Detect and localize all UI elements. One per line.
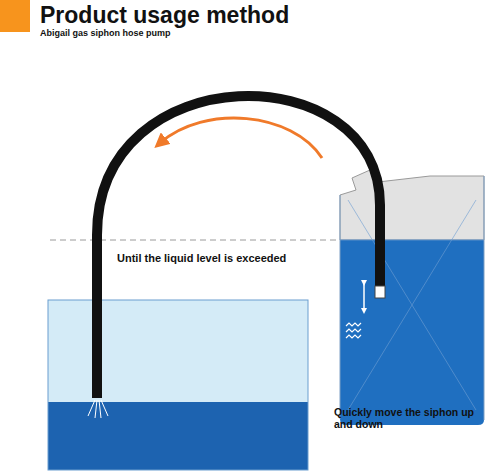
basin xyxy=(48,300,308,470)
fuel-jug xyxy=(340,170,484,425)
outlet-flow xyxy=(88,400,108,418)
usage-note: Quickly move the siphon up and down xyxy=(334,406,482,430)
title-square xyxy=(0,0,30,32)
flow-arrow xyxy=(160,118,322,158)
page-title: Product usage method xyxy=(40,2,289,28)
subtitle: Abigail gas siphon hose pump xyxy=(40,28,340,38)
level-note: Until the liquid level is exceeded xyxy=(117,252,317,265)
updown-arrow xyxy=(363,283,365,311)
siphon-hose xyxy=(97,96,380,398)
waves xyxy=(346,323,361,338)
hose-nozzle xyxy=(375,286,385,298)
